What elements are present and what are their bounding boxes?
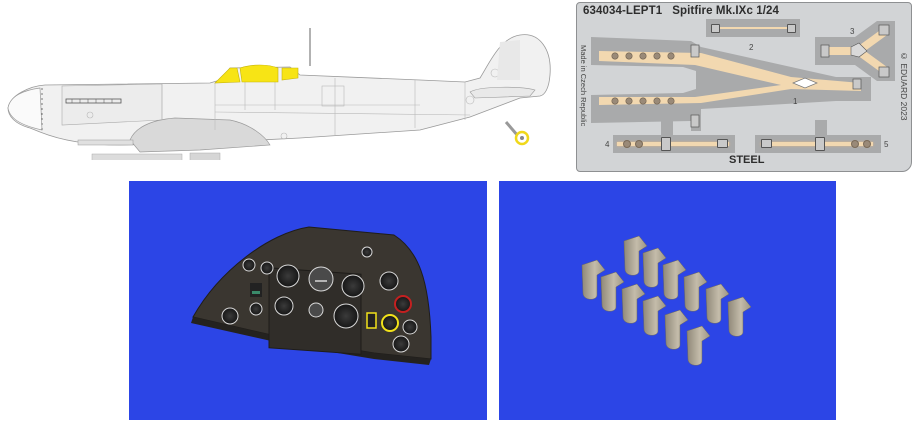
spitfire-profile-drawing xyxy=(0,20,570,168)
pe-sheet-title: Spitfire Mk.IXc 1/24 xyxy=(672,5,780,17)
windscreen-mask xyxy=(214,67,241,84)
canopy-mask xyxy=(239,64,279,83)
part-number-1: 1 xyxy=(793,97,798,106)
instrument-panel-render xyxy=(129,181,487,420)
part-number-2: 2 xyxy=(749,43,754,52)
exhaust-stacks-render xyxy=(499,181,836,420)
pe-sheet-header: 634034-LEPT1 Spitfire Mk.IXc 1/24 xyxy=(583,5,779,17)
exhaust-stacks-icon xyxy=(581,235,752,366)
instrument-panel-icon xyxy=(191,226,432,365)
made-in-label: Made in Czech Republic xyxy=(579,45,588,127)
yellow-ringed-gauge xyxy=(381,314,399,332)
copyright-label: © EDUARD 2023 xyxy=(899,51,909,121)
part-number-4: 4 xyxy=(605,140,610,149)
spitfire-silhouette-icon xyxy=(7,28,551,168)
pe-part-1-harness xyxy=(591,37,871,131)
pe-part-3 xyxy=(815,21,895,81)
part-number-5: 5 xyxy=(884,140,889,149)
red-ringed-gauge xyxy=(394,295,412,313)
part-number-3: 3 xyxy=(850,27,855,36)
photo-etch-sheet: 634034-LEPT1 Spitfire Mk.IXc 1/24 Made in… xyxy=(576,2,912,172)
pe-sheet-code: 634034-LEPT1 xyxy=(583,5,663,17)
yellow-switch-box xyxy=(366,312,377,329)
material-label: STEEL xyxy=(729,154,765,166)
rear-canopy-mask xyxy=(281,67,299,81)
